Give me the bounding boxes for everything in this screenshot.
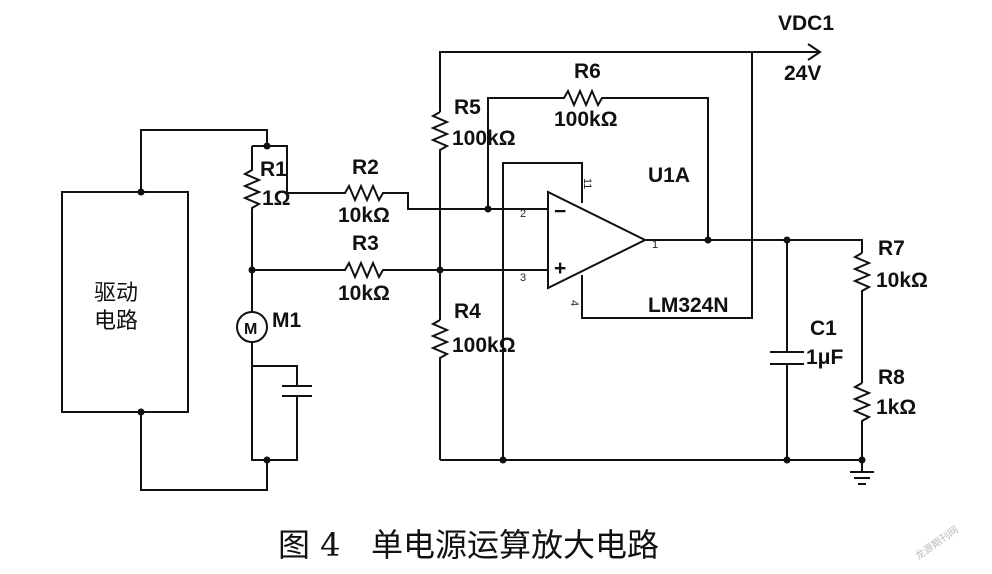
junction-dots [137, 142, 866, 464]
r7-value: 10kΩ [876, 269, 928, 292]
wire-opamp-gnd [581, 52, 753, 319]
r2-resistor [287, 183, 488, 210]
wire-driver-top [140, 129, 268, 192]
r2-name: R2 [352, 156, 379, 179]
r4-resistor [430, 319, 450, 460]
driver-circuit-block [61, 191, 189, 413]
r5-name: R5 [454, 96, 481, 119]
r6-value: 100kΩ [554, 108, 618, 131]
r3-value: 10kΩ [338, 282, 390, 305]
driver-label-line1: 驱动 [94, 281, 138, 306]
figure-caption: 图 4 单电源运算放大电路 [278, 526, 659, 564]
r2-value: 10kΩ [338, 204, 390, 227]
junction-dot [137, 408, 145, 416]
r8-name: R8 [878, 366, 905, 389]
r4-name: R4 [454, 300, 481, 323]
r5-resistor [430, 111, 450, 320]
c1-name: C1 [810, 317, 837, 340]
supply-rail [439, 51, 820, 112]
wire-output [645, 239, 863, 253]
junction-dot [499, 456, 507, 464]
opamp-pin-vcc: 11 [581, 178, 593, 189]
r7-name: R7 [878, 237, 905, 260]
r6-name: R6 [574, 60, 601, 83]
opamp-name: U1A [648, 164, 690, 187]
junction-dot [704, 236, 712, 244]
m1-symbol: M [244, 321, 257, 338]
opamp-pin-out: 1 [652, 239, 658, 251]
r4-value: 100kΩ [452, 334, 516, 357]
junction-dot [263, 456, 271, 464]
junction-dot [436, 266, 444, 274]
opamp-minus-sign: − [554, 200, 566, 223]
wire-motor-bottom [251, 342, 298, 461]
vdc1-name: VDC1 [778, 12, 834, 35]
junction-dot [137, 188, 145, 196]
vdc1-value: 24V [784, 62, 821, 85]
junction-dot [484, 205, 492, 213]
c1-value: 1μF [806, 346, 844, 369]
junction-dot [783, 236, 791, 244]
opamp-part: LM324N [648, 294, 729, 317]
vdc1-arrow [807, 43, 822, 61]
opamp-pin-gnd: 4 [568, 300, 580, 306]
opamp-u1a [547, 190, 648, 290]
watermark: 龙源期刊网 [912, 523, 960, 562]
junction-dot [263, 142, 271, 150]
junction-dot [783, 456, 791, 464]
wire-driver-bottom [140, 412, 268, 491]
r1-resistor [242, 146, 262, 270]
r3-name: R3 [352, 232, 379, 255]
wire-opamp-vcc [502, 162, 583, 460]
r5-value: 100kΩ [452, 127, 516, 150]
driver-label-line2: 电路 [94, 309, 138, 334]
junction-dot [858, 456, 866, 464]
r8-value: 1kΩ [876, 396, 916, 419]
opamp-pin-plus: 3 [520, 272, 526, 284]
r1-value: 1Ω [262, 187, 291, 210]
r3-resistor [252, 260, 548, 280]
opamp-pin-minus: 2 [520, 208, 526, 220]
r6-resistor [487, 88, 709, 240]
opamp-plus-sign: + [554, 257, 566, 280]
r8-resistor [852, 382, 872, 460]
junction-dot [248, 266, 256, 274]
r7-resistor [852, 252, 872, 383]
m1-name: M1 [272, 309, 301, 332]
r1-name: R1 [260, 158, 287, 181]
wire-cap-top [252, 365, 298, 386]
